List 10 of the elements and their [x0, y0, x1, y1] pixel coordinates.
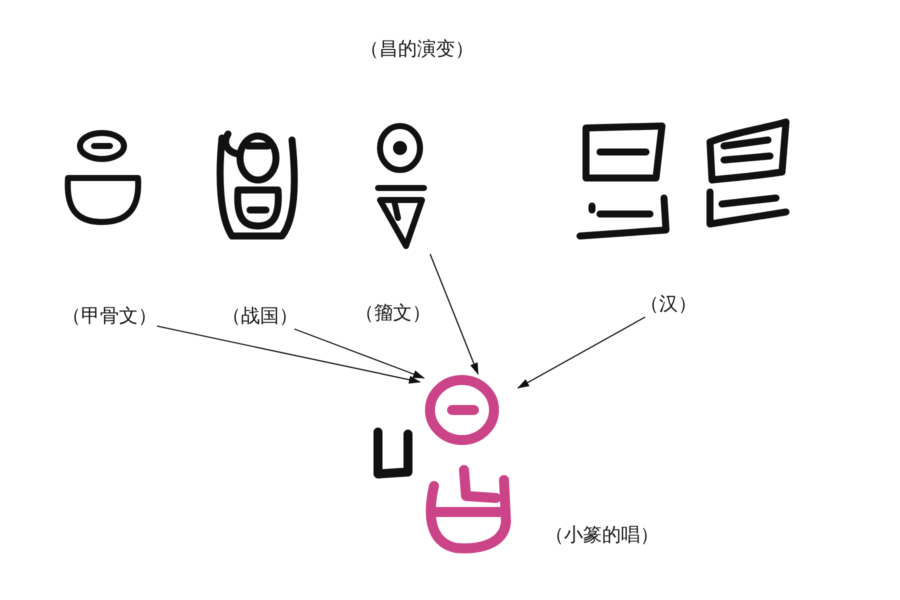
era-label: （籀文） — [355, 300, 431, 326]
era-label: （甲骨文） — [62, 303, 157, 329]
arrow — [294, 328, 425, 379]
character-caption: （小篆的唱） — [545, 523, 659, 548]
era-label: （汉） — [640, 291, 697, 317]
arrow — [430, 254, 479, 375]
arrow — [517, 316, 646, 389]
arrow — [156, 326, 421, 384]
era-label: （战国） — [222, 303, 298, 329]
diagram-title: （昌的演变） — [360, 37, 474, 62]
